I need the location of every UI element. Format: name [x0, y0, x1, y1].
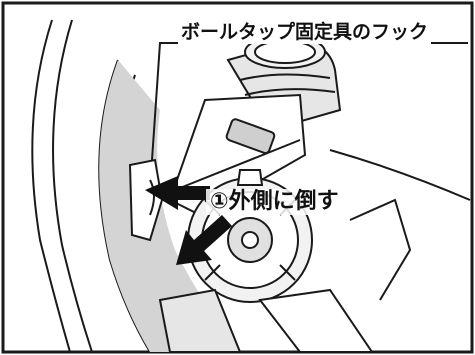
- arrow-left: [145, 176, 210, 210]
- callout-leader-line: [151, 42, 178, 161]
- arrow-down-left: [176, 215, 232, 265]
- hook-fixture: [128, 158, 164, 242]
- instruction-label: ①外側に倒す: [206, 189, 343, 215]
- basin-shading: [99, 60, 240, 352]
- lower-parts: [158, 149, 471, 353]
- part-callout-label: ボールタップ固定具のフック: [178, 21, 432, 44]
